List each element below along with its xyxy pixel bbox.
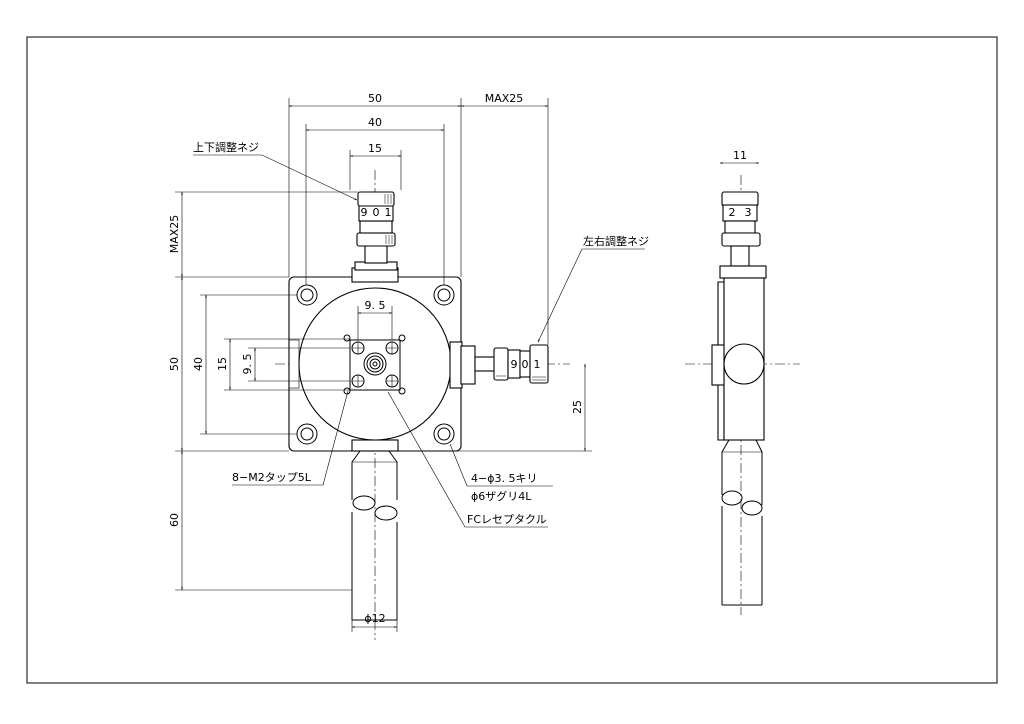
label-vertical-adjust-screw: 上下調整ネジ — [193, 140, 259, 154]
label-tap-holes: 8−M2タップ5L — [232, 471, 312, 484]
knob-scale-mark: 0 — [373, 206, 380, 219]
fc-receptacle — [363, 352, 387, 376]
dim-max25-horizontal: MAX25 — [485, 92, 524, 105]
dim-9-5-width: 9. 5 — [365, 299, 386, 312]
dim-15-width: 15 — [368, 142, 382, 155]
label-drill-holes-line2: ϕ6ザグリ4L — [471, 489, 532, 503]
knob-scale-mark: 0 — [522, 358, 529, 371]
dim-40-height: 40 — [192, 357, 205, 371]
knob-scale-mark: 2 — [729, 206, 736, 219]
dim-11-side: 11 — [733, 149, 747, 162]
knob-scale-mark: 3 — [745, 206, 752, 219]
knob-scale-mark: 9 — [361, 206, 368, 219]
support-post — [351, 450, 398, 621]
label-fc-receptacle: FCレセプタクル — [467, 513, 547, 526]
dim-9-5-height: 9. 5 — [241, 354, 254, 375]
label-horizontal-adjust-screw: 左右調整ネジ — [583, 234, 649, 248]
knob-scale-mark: 1 — [534, 358, 541, 371]
dim-40-width: 40 — [368, 116, 382, 129]
callouts: 上下調整ネジ 左右調整ネジ 8−M2タップ5L 4−ϕ3. 5キリ ϕ6ザグリ4… — [193, 140, 649, 528]
drawing-frame — [26, 36, 998, 684]
dimension-lines: 50 MAX25 40 15 9. 5 MAX25 50 60 40 15 9.… — [168, 92, 760, 632]
dim-max25-vertical: MAX25 — [168, 215, 181, 254]
dim-15-height: 15 — [216, 357, 229, 371]
dim-50-width: 50 — [368, 92, 382, 105]
front-view: 9 0 1 9 0 1 — [275, 170, 570, 640]
dim-diameter-12: ϕ12 — [364, 612, 385, 625]
screws — [343, 334, 406, 395]
knob-scale-mark: 9 — [511, 358, 518, 371]
receptacle-flange — [349, 339, 401, 391]
dim-25-offset: 25 — [571, 400, 584, 414]
dim-50-height: 50 — [168, 357, 181, 371]
label-drill-holes-line1: 4−ϕ3. 5キリ — [471, 472, 537, 485]
knob-scale-mark: 1 — [385, 206, 392, 219]
side-view: 2 3 — [685, 175, 800, 615]
horizontal-adjust-screw: 9 0 1 — [449, 341, 549, 389]
vertical-adjust-screw: 9 0 1 — [354, 191, 398, 271]
dim-60-length: 60 — [168, 513, 181, 527]
mounting-holes — [296, 284, 455, 445]
